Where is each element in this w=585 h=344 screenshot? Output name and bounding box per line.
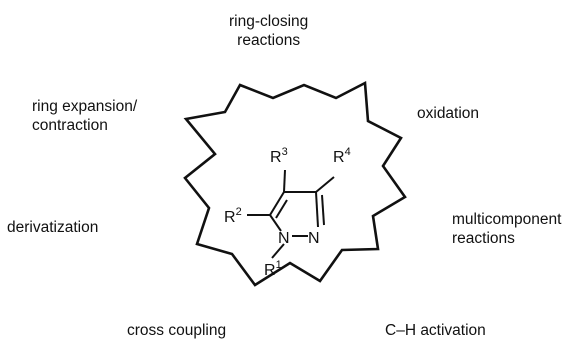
label-ring-expansion: ring expansion/ contraction <box>32 98 138 134</box>
n1-label: N <box>278 230 290 247</box>
r4-label: R4 <box>333 146 351 166</box>
label-cross-coupling: cross coupling <box>127 322 227 339</box>
bond-n1-r1 <box>271 243 285 259</box>
bond-c4-r3 <box>283 169 286 193</box>
label-ch-activation: C–H activation <box>385 322 486 339</box>
bond-c5-n1 <box>269 214 282 232</box>
jagged-frame <box>183 80 407 287</box>
label-multicomponent: multicomponent reactions <box>452 211 562 247</box>
label-derivatization: derivatization <box>7 219 99 236</box>
label-oxidation: oxidation <box>417 105 480 122</box>
bond-c3-n2-double <box>321 194 325 226</box>
bond-c3-r4 <box>315 176 335 193</box>
bond-c3-n2 <box>315 191 319 228</box>
r2-label: R2 <box>224 206 242 226</box>
r1-label: R1 <box>264 259 282 279</box>
bond-c4-c5 <box>269 191 285 216</box>
label-ring-closing: ring-closing reactions <box>229 13 309 49</box>
r3-label: R3 <box>270 146 288 166</box>
bond-c4-c5-double <box>275 199 288 219</box>
n2-label: N <box>308 230 320 247</box>
